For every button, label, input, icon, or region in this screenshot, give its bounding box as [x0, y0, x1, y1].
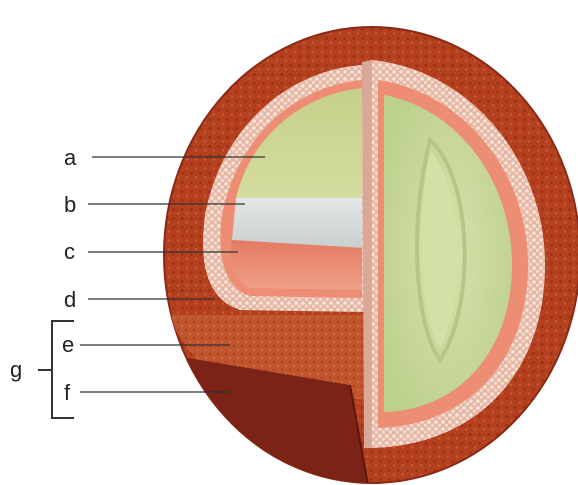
label-d: d	[64, 287, 76, 312]
label-f: f	[64, 380, 71, 405]
layer-c-salmon	[231, 240, 362, 290]
layer-b-grey	[232, 198, 362, 248]
label-b: b	[64, 192, 76, 217]
label-c: c	[64, 239, 75, 264]
label-e: e	[62, 332, 74, 357]
label-a: a	[64, 145, 77, 170]
label-g: g	[10, 357, 22, 382]
